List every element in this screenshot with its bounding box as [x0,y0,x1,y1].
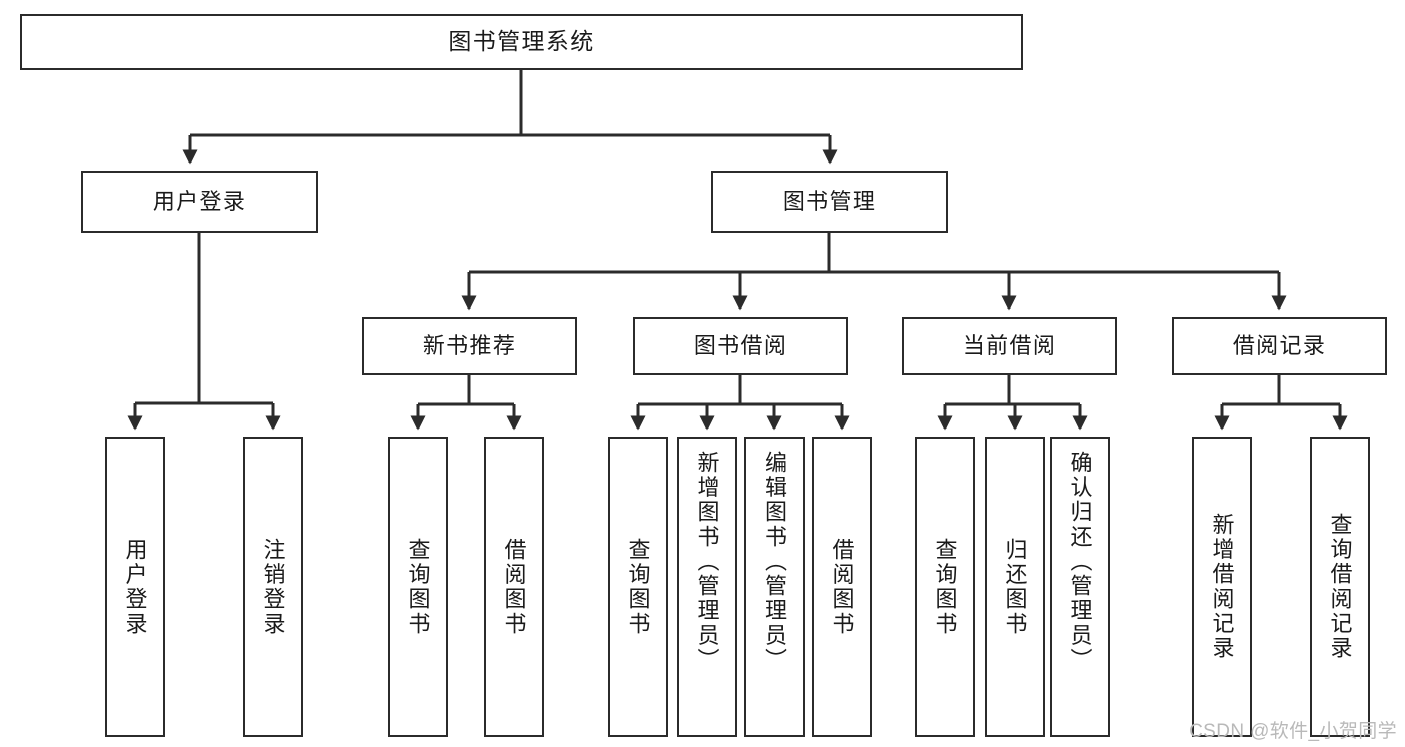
node-user-login-label: 用户登录 [152,188,247,214]
node-leaf-rec-query-book-label: 查询图书 [405,537,431,637]
node-leaf-bb-add-book-label: 新增图书（管理员） [694,451,720,673]
node-leaf-user-logout-label: 注销登录 [260,537,286,637]
node-new-book-recommend-label: 新书推荐 [422,332,517,358]
node-book-borrow-label: 图书借阅 [693,332,788,358]
node-leaf-bb-query-book-label: 查询图书 [625,537,651,637]
node-leaf-rec-borrow-book[interactable]: 借阅图书 [484,437,544,737]
node-leaf-user-login-label: 用户登录 [122,537,148,637]
node-book-manage-label: 图书管理 [782,188,877,214]
node-user-login[interactable]: 用户登录 [81,171,318,233]
node-leaf-bb-edit-book-label: 编辑图书（管理员） [762,451,788,673]
node-leaf-cb-confirm-return-label: 确认归还（管理员） [1067,451,1093,673]
node-leaf-user-login[interactable]: 用户登录 [105,437,165,737]
node-leaf-br-query-record-label: 查询借阅记录 [1327,513,1353,661]
node-leaf-bb-borrow-book-label: 借阅图书 [829,537,855,637]
node-book-borrow[interactable]: 图书借阅 [633,317,848,375]
node-leaf-cb-query-book-label: 查询图书 [932,537,958,637]
node-leaf-rec-borrow-book-label: 借阅图书 [501,537,527,637]
node-new-book-recommend[interactable]: 新书推荐 [362,317,577,375]
node-leaf-cb-return-book[interactable]: 归还图书 [985,437,1045,737]
node-current-borrow[interactable]: 当前借阅 [902,317,1117,375]
node-leaf-br-add-record-label: 新增借阅记录 [1209,513,1235,661]
node-leaf-cb-confirm-return[interactable]: 确认归还（管理员） [1050,437,1110,737]
node-leaf-bb-add-book[interactable]: 新增图书（管理员） [677,437,737,737]
node-leaf-user-logout[interactable]: 注销登录 [243,437,303,737]
node-leaf-bb-borrow-book[interactable]: 借阅图书 [812,437,872,737]
node-current-borrow-label: 当前借阅 [962,332,1057,358]
node-leaf-br-add-record[interactable]: 新增借阅记录 [1192,437,1252,737]
node-leaf-rec-query-book[interactable]: 查询图书 [388,437,448,737]
node-leaf-cb-return-book-label: 归还图书 [1002,537,1028,637]
node-leaf-cb-query-book[interactable]: 查询图书 [915,437,975,737]
node-root-label: 图书管理系统 [448,28,595,55]
node-borrow-record-label: 借阅记录 [1232,332,1327,358]
node-leaf-bb-edit-book[interactable]: 编辑图书（管理员） [744,437,805,737]
watermark-text: CSDN @软件_小贺同学 [1189,721,1397,742]
node-leaf-br-query-record[interactable]: 查询借阅记录 [1310,437,1370,737]
node-borrow-record[interactable]: 借阅记录 [1172,317,1387,375]
node-root[interactable]: 图书管理系统 [20,14,1023,70]
node-leaf-bb-query-book[interactable]: 查询图书 [608,437,668,737]
node-book-manage[interactable]: 图书管理 [711,171,948,233]
